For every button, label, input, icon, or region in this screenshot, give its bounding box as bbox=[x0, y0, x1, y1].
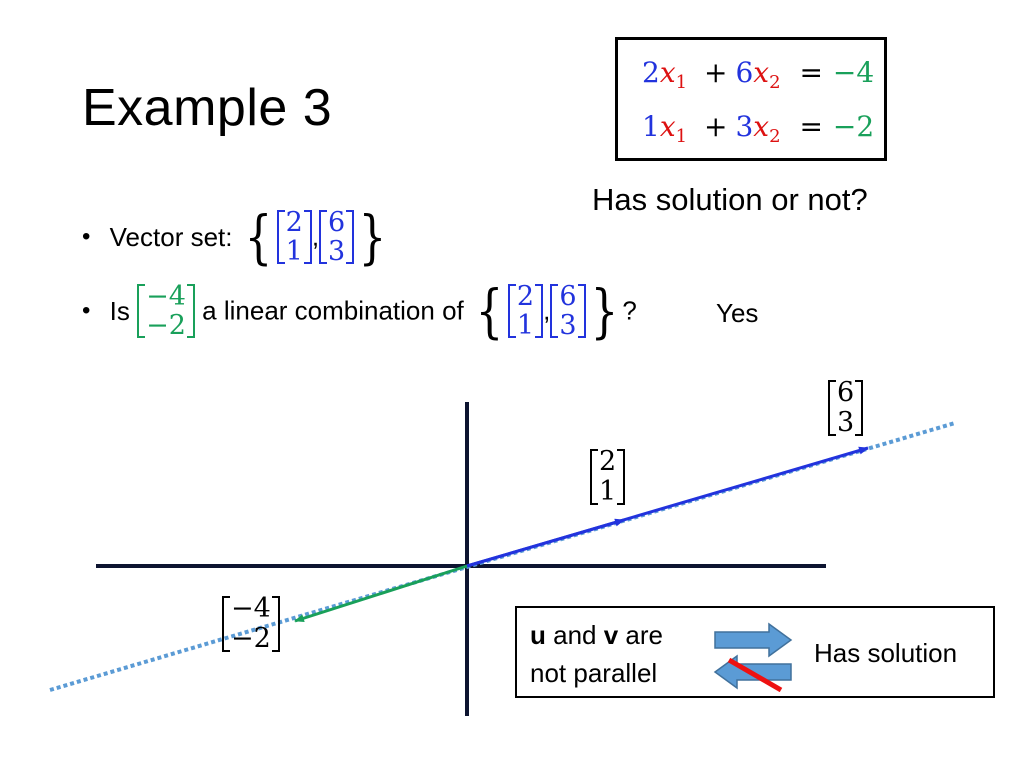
eq2-equals: = bbox=[799, 110, 823, 143]
bullet-dot: • bbox=[82, 296, 91, 324]
u-label: u bbox=[530, 620, 546, 650]
vector-set-label: Vector set: bbox=[109, 221, 233, 252]
comma: , bbox=[311, 221, 320, 252]
strike-icon bbox=[727, 657, 783, 692]
eq2-var-2: x2 bbox=[753, 110, 781, 147]
equation-line-2: 1x1 +3x2 = −2 bbox=[642, 110, 874, 147]
eq2-plus: + bbox=[703, 110, 728, 143]
eq1-coef-1: 2 bbox=[642, 56, 660, 89]
equation-line-1: 2x1 +6x2 = −4 bbox=[642, 56, 874, 93]
eq2-coef-1: 1 bbox=[642, 110, 660, 143]
are-text: are bbox=[618, 620, 663, 650]
right-brace: } bbox=[590, 277, 618, 345]
not-parallel-text: u and v are not parallel bbox=[530, 616, 663, 692]
bullet-dot: • bbox=[82, 222, 91, 250]
v-label: v bbox=[603, 620, 619, 650]
label-vector-b: −4−2 bbox=[222, 594, 280, 654]
comma: , bbox=[543, 295, 551, 326]
question-mark: ? bbox=[622, 295, 637, 326]
eq1-var-2: x2 bbox=[753, 56, 781, 93]
eq1-var-1: x1 bbox=[659, 56, 688, 93]
parallel-info-box: u and v are not parallel Has solution bbox=[515, 606, 995, 698]
right-arrow-icon bbox=[714, 622, 793, 658]
eq1-coef-2: 6 bbox=[735, 56, 754, 89]
left-brace: { bbox=[475, 277, 504, 345]
eq2-coef-2: 3 bbox=[735, 110, 754, 143]
not-parallel-label: not parallel bbox=[530, 658, 658, 688]
and-text: and bbox=[545, 620, 604, 650]
eq1-equals: = bbox=[799, 56, 823, 89]
vector-b: −4−2 bbox=[137, 282, 195, 340]
implication-arrows bbox=[713, 622, 793, 692]
is-label: Is bbox=[109, 295, 130, 326]
eq2-var-1: x1 bbox=[659, 110, 688, 147]
eq2-rhs: −2 bbox=[832, 110, 875, 143]
right-brace: } bbox=[358, 203, 387, 271]
left-brace: { bbox=[244, 203, 273, 271]
eq1-plus: + bbox=[703, 56, 728, 89]
solution-question: Has solution or not? bbox=[592, 182, 868, 217]
has-solution-label: Has solution bbox=[814, 638, 958, 668]
page-title: Example 3 bbox=[82, 79, 333, 137]
linear-combination-text: a linear combination of bbox=[202, 295, 464, 326]
eq1-rhs: −4 bbox=[832, 56, 875, 89]
vector-b-arrow bbox=[294, 564, 468, 623]
answer-yes: Yes bbox=[716, 298, 759, 328]
equation-system-box: 2x1 +6x2 =−4 1x1 +3x2 =−2 bbox=[615, 37, 887, 161]
vector-u-arrow bbox=[466, 518, 625, 568]
